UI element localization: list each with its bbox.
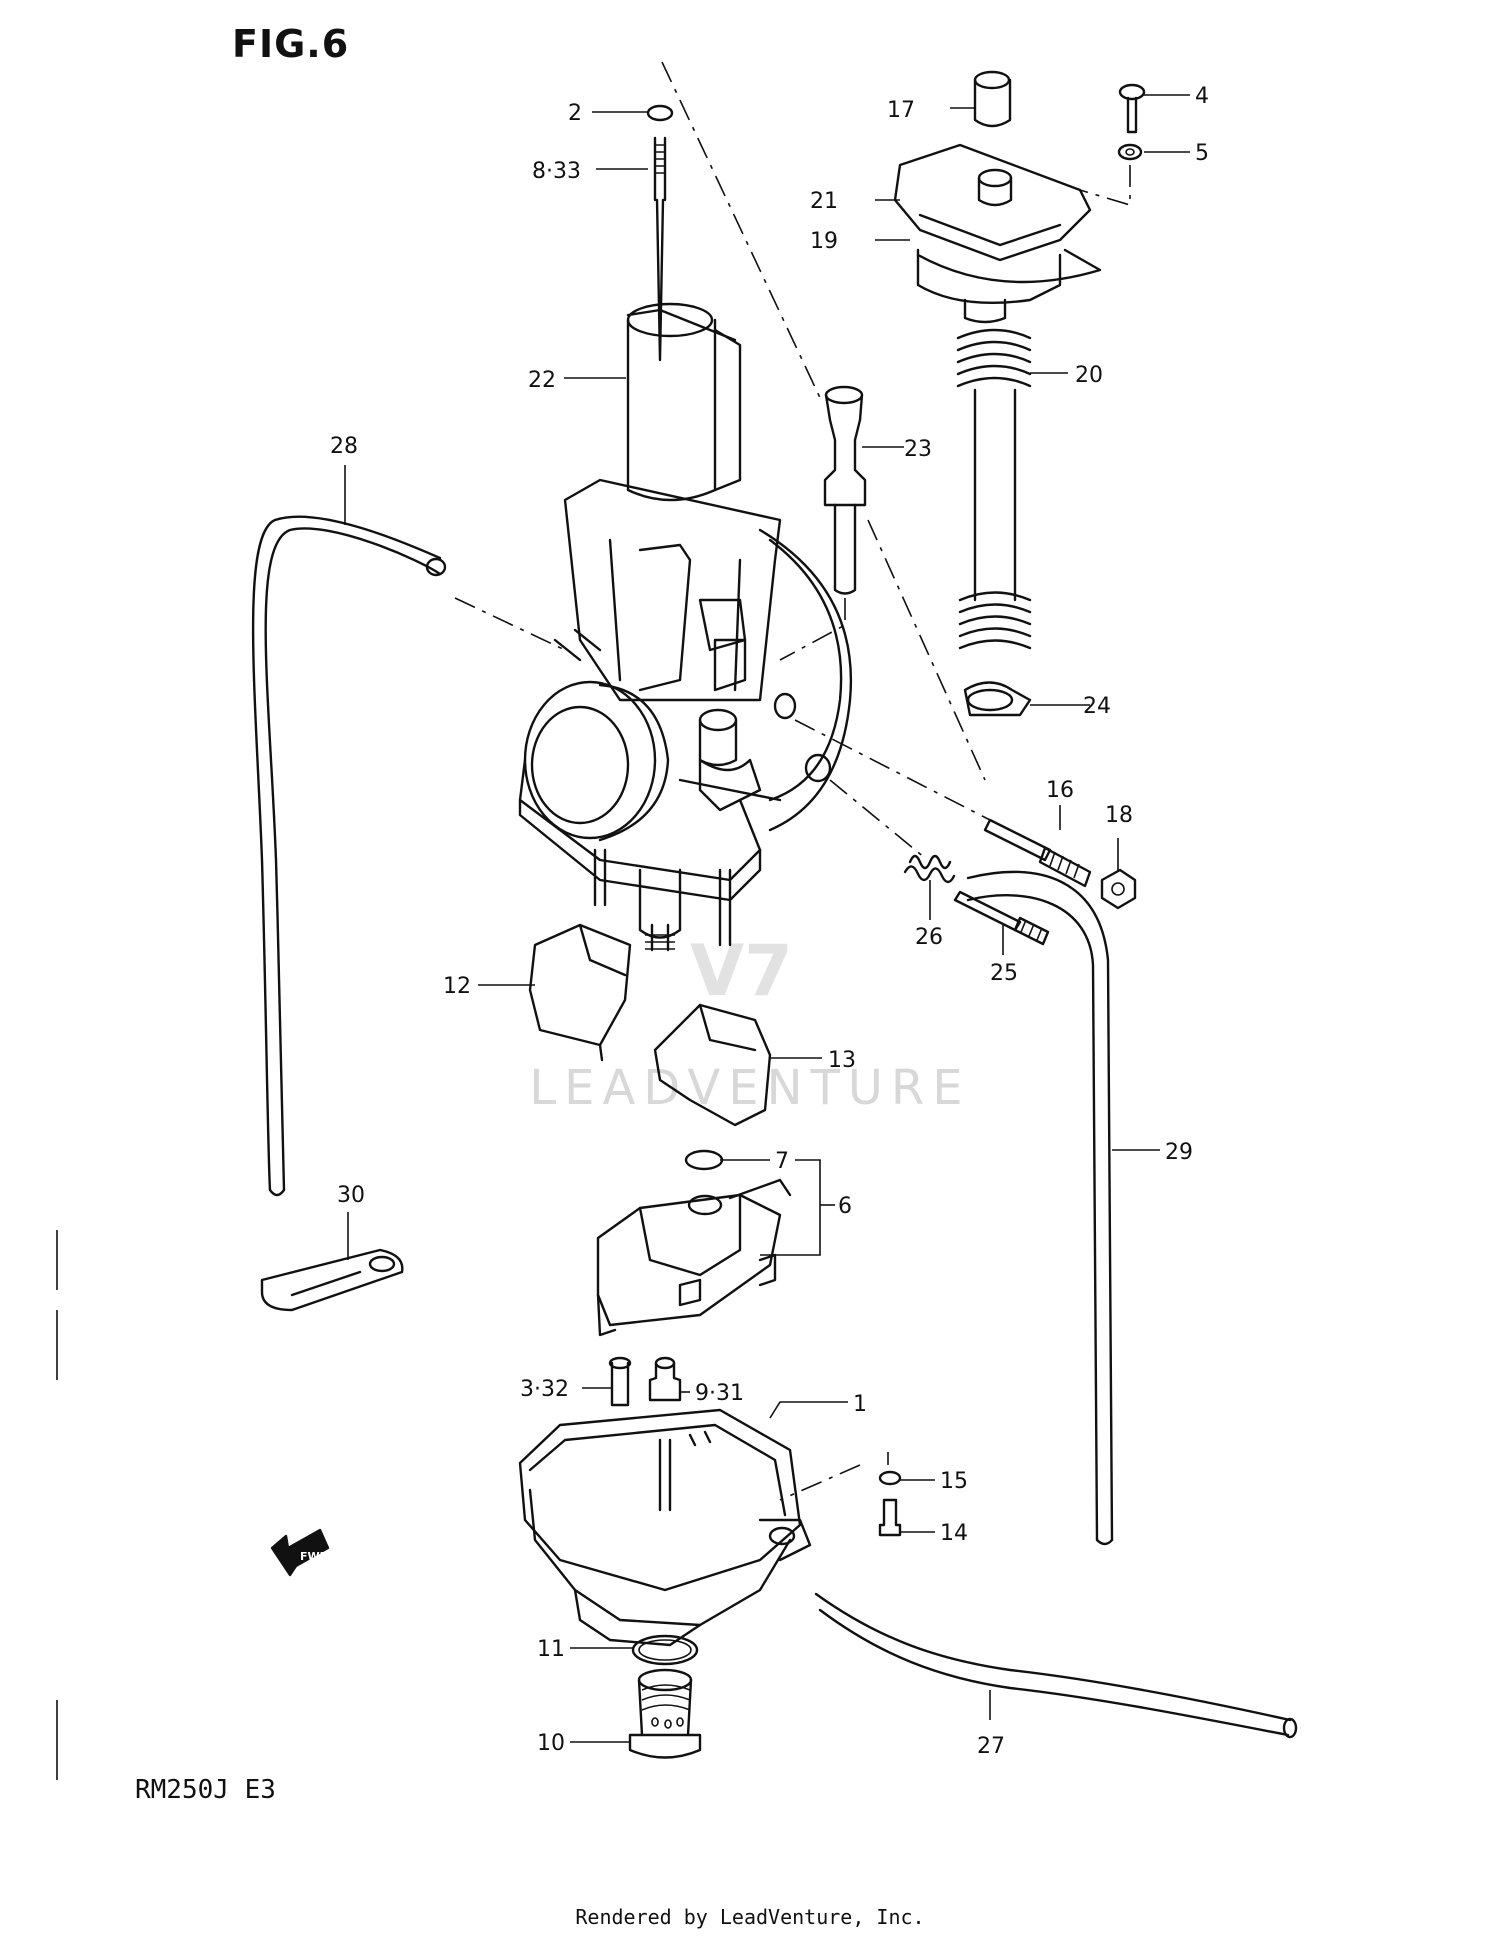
callout-30: 30 — [337, 1183, 365, 1208]
callout-23: 23 — [904, 437, 932, 462]
screw-14 — [878, 1498, 902, 1537]
callout-19: 19 — [810, 229, 838, 254]
nut-18 — [1100, 868, 1137, 910]
leader-lines — [344, 94, 1190, 1743]
callout-1: 1 — [853, 1392, 867, 1417]
carburetor-body — [518, 478, 853, 952]
cap-17 — [973, 70, 1012, 128]
callout-29: 29 — [1165, 1140, 1193, 1165]
gasket-11 — [631, 1634, 699, 1666]
callout-4: 4 — [1195, 84, 1209, 109]
throttle-stop-screw-25 — [953, 890, 1050, 946]
footer-credit: Rendered by LeadVenture, Inc. — [575, 1905, 925, 1929]
callout-21: 21 — [810, 189, 838, 214]
washer-15 — [878, 1470, 902, 1486]
svg-text:FWD: FWD — [300, 1550, 329, 1563]
pilot-jet-9 — [648, 1356, 682, 1402]
model-code: RM250J E3 — [135, 1775, 276, 1805]
top-cover-21 — [893, 143, 1102, 324]
clip-2 — [646, 104, 674, 122]
watermark-logo: V7 — [690, 930, 793, 1012]
jet-needle-8 — [653, 136, 667, 362]
spring-20 — [956, 328, 1032, 650]
hose-28-inner — [251, 515, 442, 1192]
callout-10: 10 — [537, 1731, 565, 1756]
callout-6: 6 — [838, 1194, 852, 1219]
callout-20: 20 — [1075, 363, 1103, 388]
float-chamber-1 — [518, 1408, 812, 1647]
callout-25: 25 — [990, 961, 1018, 986]
clip-24 — [963, 681, 1032, 717]
callout-22: 22 — [528, 368, 556, 393]
callout-16: 16 — [1046, 778, 1074, 803]
spring-26 — [903, 854, 956, 884]
callout-12: 12 — [443, 974, 471, 999]
callout-2: 2 — [568, 101, 582, 126]
callout-13: 13 — [828, 1048, 856, 1073]
screw-4 — [1118, 83, 1146, 134]
fwd-arrow-icon: FWD — [270, 1528, 330, 1577]
callout-9-31: 9·31 — [695, 1381, 744, 1406]
washer-5 — [1117, 143, 1143, 161]
hose-29 — [966, 870, 1114, 1542]
callout-24: 24 — [1083, 694, 1111, 719]
clamp-30 — [260, 1248, 404, 1312]
hose-28 — [264, 527, 442, 1192]
throttle-valve-22 — [626, 302, 742, 502]
cover-13 — [653, 1003, 772, 1127]
callout-3-32: 3·32 — [520, 1377, 569, 1402]
callout-7: 7 — [775, 1149, 789, 1174]
air-screw-16 — [983, 818, 1092, 888]
callout-17: 17 — [887, 98, 915, 123]
o-ring-7 — [684, 1149, 724, 1171]
float-6 — [596, 1178, 792, 1337]
drain-plug-10 — [628, 1668, 702, 1759]
figure-title: FIG.6 — [232, 22, 350, 66]
cover-12 — [528, 923, 632, 1062]
starter-plunger-23 — [823, 385, 867, 595]
callout-26: 26 — [915, 925, 943, 950]
callout-18: 18 — [1105, 803, 1133, 828]
callout-15: 15 — [940, 1469, 968, 1494]
callout-11: 11 — [537, 1637, 565, 1662]
callout-8-33: 8·33 — [532, 159, 581, 184]
main-jet-3 — [608, 1356, 632, 1407]
callout-5: 5 — [1195, 141, 1209, 166]
watermark-text: LEADVENTURE — [529, 1060, 971, 1116]
callout-28: 28 — [330, 434, 358, 459]
callout-27: 27 — [977, 1734, 1005, 1759]
callout-14: 14 — [940, 1521, 968, 1546]
callout-labels: 2 8·33 22 28 17 4 5 21 19 20 23 24 16 18… — [330, 84, 1209, 1759]
hose-27 — [814, 1592, 1292, 1722]
